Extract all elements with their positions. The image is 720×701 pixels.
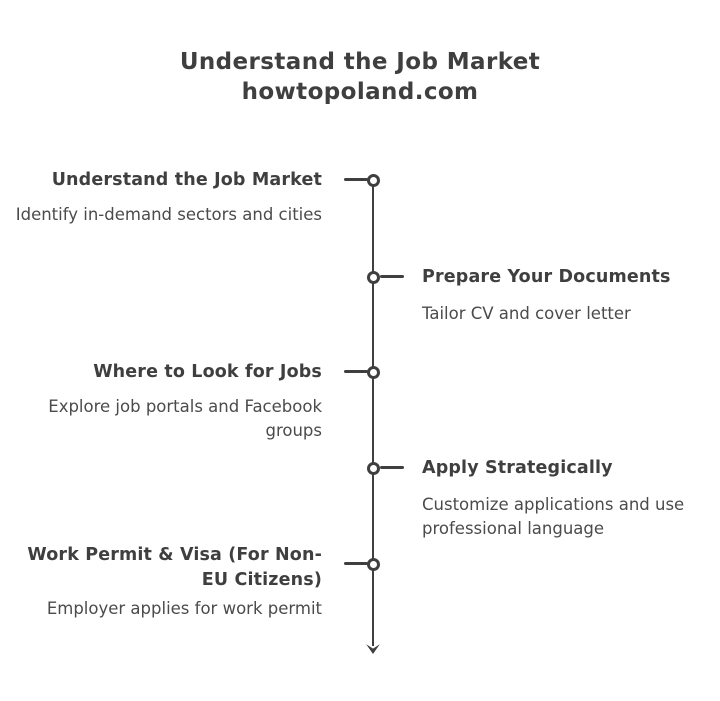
timeline-stub-1 xyxy=(344,178,368,182)
timeline-item-4: Apply Strategically Customize applicatio… xyxy=(422,456,690,541)
timeline-spine xyxy=(372,180,375,646)
timeline-item-5: Work Permit & Visa (For Non-EU Citizens)… xyxy=(12,543,322,621)
title-line-site: howtopoland.com xyxy=(241,79,479,105)
timeline-node-1[interactable] xyxy=(367,174,380,187)
timeline-node-2[interactable] xyxy=(367,271,380,284)
timeline-item-1: Understand the Job Market Identify in-de… xyxy=(12,168,322,227)
timeline-item-5-description: Employer applies for work permit xyxy=(46,599,322,618)
title-line-primary: Understand the Job Market xyxy=(179,49,541,75)
timeline-item-3-description: Explore job portals and Facebook groups xyxy=(48,397,322,440)
timeline-item-2-heading: Prepare Your Documents xyxy=(422,267,671,287)
timeline-arrow-down-icon xyxy=(362,639,384,655)
timeline-stub-3 xyxy=(344,370,368,374)
timeline-stub-2 xyxy=(380,275,404,279)
timeline-item-1-description: Identify in-demand sectors and cities xyxy=(15,205,322,224)
timeline-item-2-description: Tailor CV and cover letter xyxy=(422,304,631,323)
timeline-item-5-heading: Work Permit & Visa (For Non-EU Citizens) xyxy=(27,545,322,590)
timeline-stub-4 xyxy=(380,466,404,470)
timeline-node-4[interactable] xyxy=(367,462,380,475)
timeline-item-3: Where to Look for Jobs Explore job porta… xyxy=(12,360,322,443)
timeline-item-3-heading: Where to Look for Jobs xyxy=(93,362,322,382)
timeline-item-2: Prepare Your Documents Tailor CV and cov… xyxy=(422,265,690,326)
page-title: Understand the Job Market howtopoland.co… xyxy=(0,47,720,107)
timeline-item-4-heading: Apply Strategically xyxy=(422,458,613,478)
timeline-item-4-description: Customize applications and use professio… xyxy=(422,495,685,538)
timeline-node-5[interactable] xyxy=(367,558,380,571)
timeline-stub-5 xyxy=(344,562,368,566)
timeline-node-3[interactable] xyxy=(367,366,380,379)
timeline-item-1-heading: Understand the Job Market xyxy=(51,170,322,190)
